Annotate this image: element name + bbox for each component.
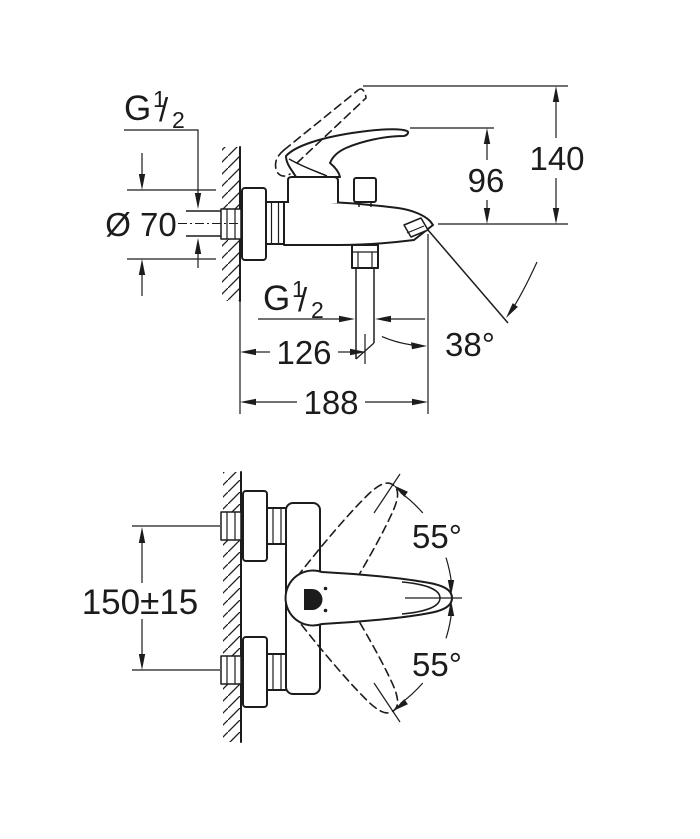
- union-nut: [265, 201, 285, 245]
- g-half-bottom-slash: /: [298, 281, 308, 318]
- g-half-bottom-numerator: 1: [292, 276, 305, 302]
- handle-cheek-line: [288, 158, 328, 177]
- spout-aerator: [403, 217, 429, 238]
- swing-extension-upper: [373, 473, 401, 514]
- g-half-top-symbol: G: [124, 89, 151, 128]
- dim38-label: 38°: [445, 326, 495, 363]
- stream-direction-line: [427, 229, 509, 324]
- g-half-bottom-denominator: 2: [311, 297, 324, 323]
- escutcheon-plan-bottom: [242, 636, 268, 708]
- union-nut-plan-top: [266, 507, 288, 545]
- dim140-label: 140: [529, 140, 584, 177]
- dim-angle-55-upper: 55°: [393, 485, 462, 596]
- handle-dot-bottom: [323, 608, 328, 613]
- union-nut-plan-bottom: [266, 653, 288, 691]
- dim-connection-distance: 150±15: [82, 527, 199, 670]
- cartridge-stem-mark: [304, 589, 323, 610]
- swing-extension-lower: [373, 682, 401, 723]
- dim-angle-55-lower: 55°: [393, 600, 462, 711]
- dim150-label: 150±15: [82, 583, 199, 622]
- handle-lever: [285, 128, 409, 178]
- handle-raised-dashed: [274, 88, 367, 177]
- dim188-label: 188: [303, 384, 358, 421]
- escutcheon-plan-top: [242, 490, 268, 562]
- handle-base: [287, 176, 339, 203]
- diverter-knob: [353, 177, 377, 207]
- supply-connection: [178, 208, 252, 240]
- dim126-label: 126: [276, 334, 331, 371]
- plan-view: 55° 55° 150±15: [82, 471, 462, 743]
- dim55-upper-label: 55°: [412, 518, 462, 555]
- dim-projection-188: 188: [240, 384, 428, 421]
- dim96-label: 96: [468, 162, 505, 199]
- handle-plan: [284, 569, 453, 627]
- dim-angle-38: 38°: [381, 229, 538, 363]
- g-half-top-slash: /: [159, 91, 169, 128]
- dim-thread-top: G 1 / 2: [124, 86, 202, 268]
- dim55-lower-label: 55°: [412, 646, 462, 683]
- dim-thread-bottom: G 1 / 2: [258, 276, 425, 364]
- side-elevation-view: G 1 / 2 Ø 70 96: [105, 85, 585, 421]
- supply-fitting-bottom: [220, 655, 242, 685]
- supply-fitting-top: [220, 511, 242, 541]
- dim-height-96: 96: [410, 127, 505, 224]
- dia70-label: Ø 70: [105, 206, 177, 243]
- g-half-bottom-symbol: G: [263, 279, 290, 318]
- g-half-top-numerator: 1: [153, 86, 166, 112]
- dim-height-140: 140: [363, 85, 585, 225]
- handle-dot-top: [323, 586, 328, 591]
- dim-projection-126: 126: [240, 334, 366, 371]
- dim-escutcheon-diameter: Ø 70: [105, 153, 216, 296]
- g-half-top-denominator: 2: [172, 107, 185, 133]
- escutcheon-flange: [241, 187, 267, 261]
